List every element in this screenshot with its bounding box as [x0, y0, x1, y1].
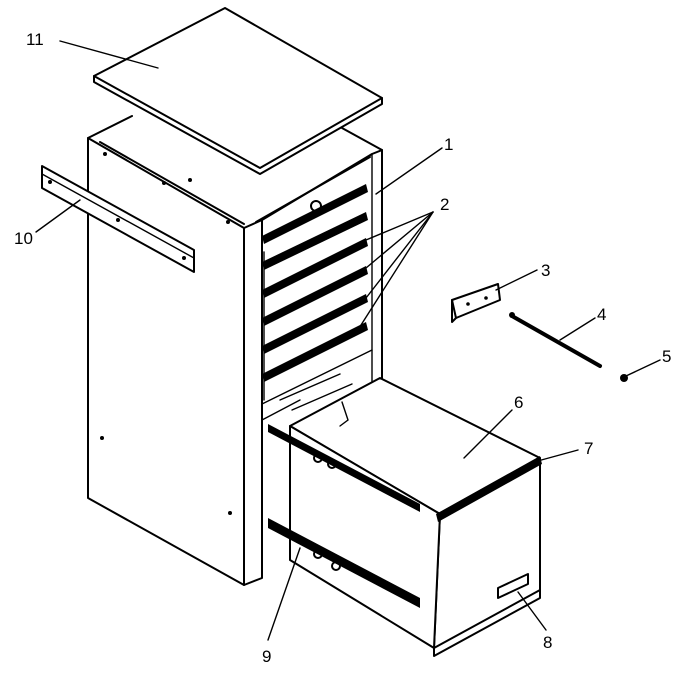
drawer-part — [268, 377, 542, 657]
rod-part — [509, 312, 602, 368]
drawer-rails — [261, 184, 373, 421]
callout-10: 10 — [14, 229, 33, 248]
callout-labels: 11 1 2 3 4 5 6 7 8 9 10 — [14, 30, 671, 666]
callout-1: 1 — [444, 135, 453, 154]
top-panel-part — [93, 7, 383, 175]
callout-3: 3 — [541, 261, 550, 280]
bracket-part — [451, 283, 501, 323]
callout-4: 4 — [597, 305, 606, 324]
side-bracket-part — [41, 165, 195, 273]
callout-9: 9 — [262, 647, 271, 666]
callout-6: 6 — [514, 393, 523, 412]
callout-5: 5 — [662, 347, 671, 366]
leader-lines — [35, 40, 661, 641]
callout-7: 7 — [584, 439, 593, 458]
callout-2: 2 — [440, 195, 449, 214]
callout-11: 11 — [26, 30, 44, 49]
cabinet-body — [87, 115, 383, 586]
callout-8: 8 — [543, 633, 552, 652]
